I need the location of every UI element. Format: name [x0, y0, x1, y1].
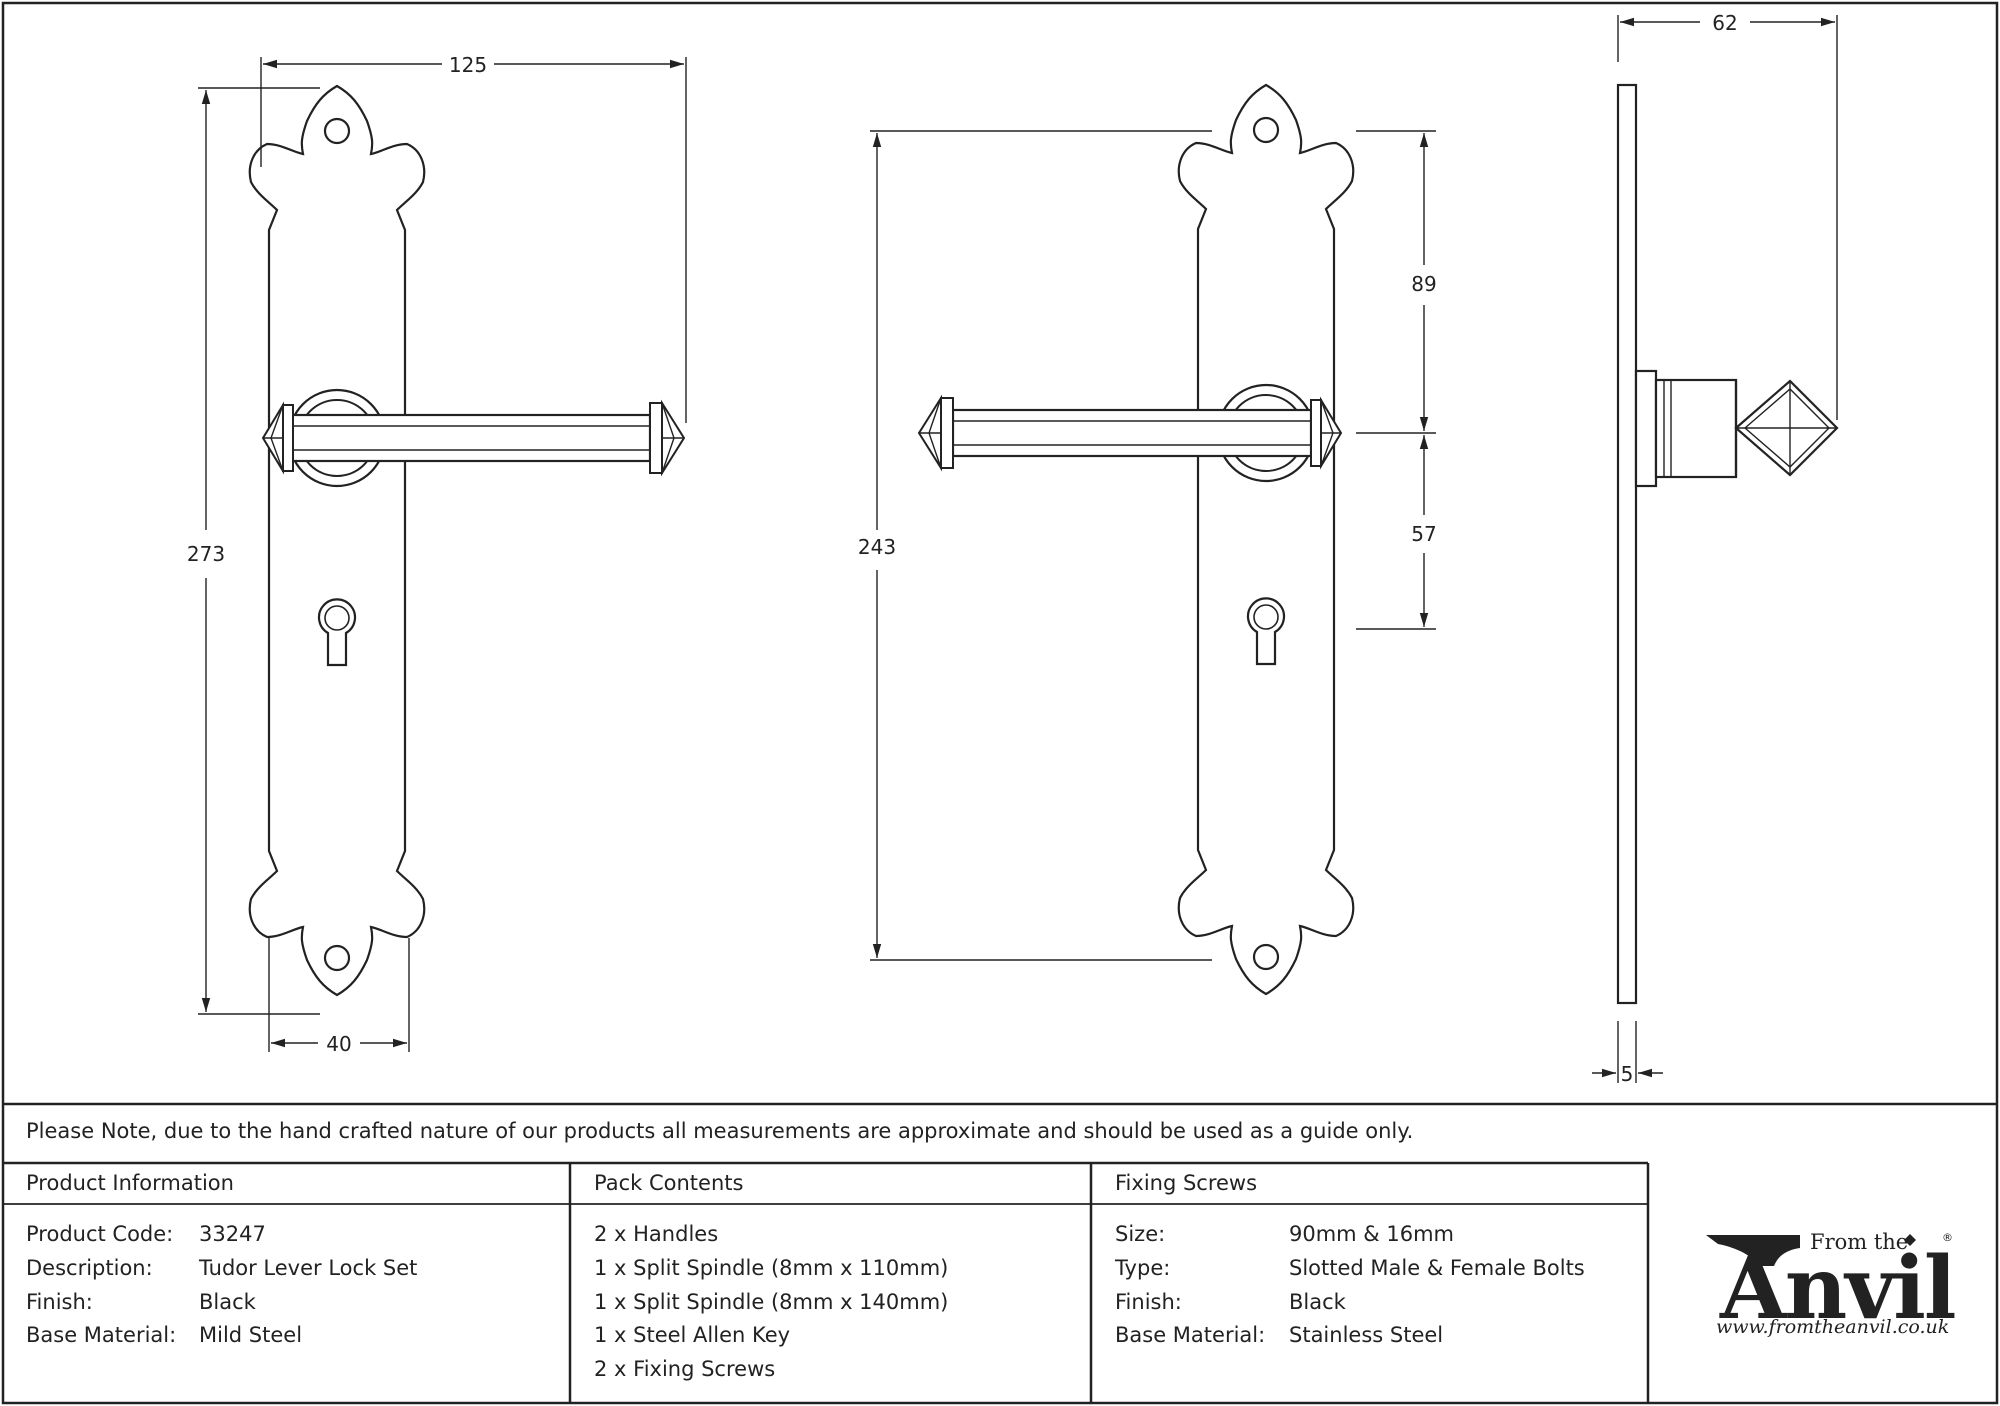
pack-item: 2 x Handles	[594, 1222, 719, 1246]
screw-finish-value: Black	[1289, 1290, 1346, 1314]
screw-size-value: 90mm & 16mm	[1289, 1222, 1454, 1246]
pack-item: 1 x Split Spindle (8mm x 140mm)	[594, 1290, 949, 1314]
rear-view-lever	[917, 383, 1343, 483]
dimension-label-fixing-centres: 243	[858, 535, 896, 559]
finish-label: Finish:	[26, 1290, 93, 1314]
product-code-value: 33247	[199, 1222, 266, 1246]
front-view-lever	[261, 388, 686, 488]
dimension-label-thickness: 5	[1621, 1062, 1634, 1086]
pack-contents-heading: Pack Contents	[594, 1171, 744, 1195]
description-label: Description:	[26, 1256, 153, 1280]
logo-brand: Anvil	[1720, 1238, 1957, 1339]
description-value: Tudor Lever Lock Set	[199, 1256, 418, 1280]
screw-type-label: Type:	[1115, 1256, 1171, 1280]
anvil-logo-icon	[1706, 1234, 1916, 1266]
pack-item: 1 x Steel Allen Key	[594, 1323, 791, 1347]
screw-type-value: Slotted Male & Female Bolts	[1289, 1256, 1585, 1280]
dimension-label-projection: 62	[1712, 11, 1737, 35]
screw-material-label: Base Material:	[1115, 1323, 1266, 1347]
screw-material-value: Stainless Steel	[1289, 1323, 1444, 1347]
dimension-label-lower: 57	[1411, 522, 1436, 546]
pack-item: 2 x Fixing Screws	[594, 1357, 776, 1381]
pack-item: 1 x Split Spindle (8mm x 110mm)	[594, 1256, 949, 1280]
front-dimensions	[198, 57, 687, 1052]
side-dimensions	[1592, 15, 1838, 1083]
measurement-note: Please Note, due to the hand crafted nat…	[26, 1119, 1414, 1143]
side-view	[1616, 83, 1839, 1005]
dimension-label-height: 273	[187, 542, 225, 566]
base-material-label: Base Material:	[26, 1323, 177, 1347]
product-information-heading: Product Information	[26, 1171, 234, 1195]
dimension-label-width: 125	[449, 53, 487, 77]
finish-value: Black	[199, 1290, 256, 1314]
logo-website: www.fromtheanvil.co.uk	[1716, 1316, 1950, 1338]
product-code-label: Product Code:	[26, 1222, 174, 1246]
fixing-screws-heading: Fixing Screws	[1115, 1171, 1258, 1195]
front-view-plate	[248, 84, 426, 997]
screw-finish-label: Finish:	[1115, 1290, 1182, 1314]
dimension-label-plate-width: 40	[326, 1032, 351, 1056]
base-material-value: Mild Steel	[199, 1323, 303, 1347]
rear-view-plate	[1177, 83, 1355, 996]
logo-registered-mark: ®	[1942, 1231, 1953, 1244]
screw-size-label: Size:	[1115, 1222, 1166, 1246]
dimension-label-upper: 89	[1411, 272, 1436, 296]
logo-from-the: From the	[1810, 1230, 1909, 1254]
rear-dimensions	[870, 130, 1436, 961]
